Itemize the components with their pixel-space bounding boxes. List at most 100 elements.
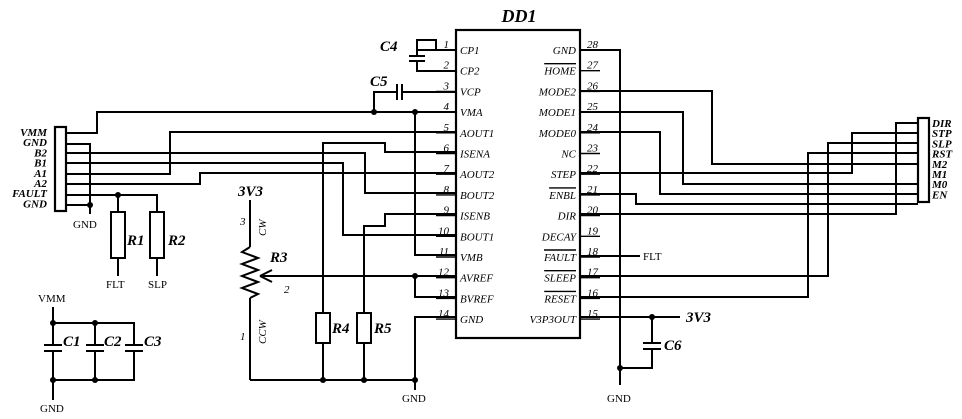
c3-label: C3 xyxy=(144,334,162,350)
chip-pin-name: BVREF xyxy=(460,293,494,305)
chip-pin-number: 11 xyxy=(439,246,449,258)
capacitor-c4: C4 xyxy=(380,39,456,72)
gnd-label-center: GND xyxy=(402,393,426,405)
right-connector-pin-label: M0 xyxy=(931,179,948,191)
chip-dd1-body xyxy=(454,28,582,340)
chip-reference-label: DD1 xyxy=(501,6,537,26)
chip-pin-name: NC xyxy=(560,149,576,161)
chip-pin-name: ISENA xyxy=(459,149,490,161)
left-connector-body xyxy=(53,125,68,213)
c2-label: C2 xyxy=(104,334,122,350)
chip-pin-number: 16 xyxy=(587,287,599,299)
right-connector-pin-label: DIR xyxy=(931,118,952,130)
chip-pin-number: 10 xyxy=(438,225,450,237)
chip-pin-number: 12 xyxy=(438,267,450,279)
r1-label: R1 xyxy=(126,233,145,249)
chip-pin-number: 9 xyxy=(444,205,450,217)
left-connector-pin-label: B1 xyxy=(33,158,47,170)
chip-pin-name: HOME xyxy=(543,66,576,78)
chip-pin-number: 13 xyxy=(438,287,450,299)
c5-label: C5 xyxy=(370,74,388,90)
c1-label: C1 xyxy=(63,334,81,350)
chip-pin-number: 27 xyxy=(587,60,599,72)
flt-net-label: FLT xyxy=(106,279,125,291)
resistor-r4: R4 xyxy=(315,312,350,344)
chip-pin-number: 25 xyxy=(587,101,599,113)
chip-pin-name: SLEEP xyxy=(544,273,576,285)
capacitors-c1-c2-c3: VMM C1 C2 C3 GND xyxy=(38,293,162,415)
gnd-label-caps: GND xyxy=(40,403,64,415)
chip-pin-name: STEP xyxy=(551,169,576,181)
chip-pin-number: 17 xyxy=(587,267,599,279)
chip-pin-name: GND xyxy=(460,314,483,326)
chip-pin-name: VMA xyxy=(460,107,483,119)
chip-pin-number: 8 xyxy=(444,184,450,196)
chip-pin-name: FAULT xyxy=(543,252,577,264)
chip-pin-name: DECAY xyxy=(541,231,578,243)
chip-pin-name: RESET xyxy=(543,293,577,305)
chip-pin-name: VMB xyxy=(460,252,483,264)
left-connector-pin-label: GND xyxy=(23,137,47,149)
right-connector-pin-label: M2 xyxy=(931,159,948,171)
chip-pin-number: 15 xyxy=(587,308,599,320)
chip-pin-number: 28 xyxy=(587,39,599,51)
left-connector-pin-label: FAULT xyxy=(11,188,48,200)
chip-pin-number: 7 xyxy=(444,163,450,175)
resistor-r2: R2 SLP xyxy=(148,211,186,291)
chip-right-pins: 28GND27HOME26MODE225MODE124MODE023NC22ST… xyxy=(530,39,600,326)
right-connector-pin-label: SLP xyxy=(932,138,952,150)
chip-pin-name: AOUT2 xyxy=(459,169,495,181)
chip-pin-name: BOUT2 xyxy=(460,190,495,202)
chip-pin-name: CP1 xyxy=(460,45,480,57)
left-connector-pin-label: GND xyxy=(23,198,47,210)
chip-pin-number: 14 xyxy=(438,308,450,320)
pot-pin-ccw-number: 1 xyxy=(240,331,246,343)
pot-cw-label: CW xyxy=(257,219,269,236)
left-connector-pin-label: A1 xyxy=(33,168,47,180)
pot-pin-wiper-number: 2 xyxy=(284,284,290,296)
chip-pin-name: V3P3OUT xyxy=(530,314,577,326)
resistor-r1: R1 FLT xyxy=(106,211,145,291)
r3-label: R3 xyxy=(269,250,288,266)
vmm-net-label: VMM xyxy=(38,293,66,305)
c4-label: C4 xyxy=(380,39,398,55)
gnd-label-left: GND xyxy=(73,219,97,231)
gnd-label-right: GND xyxy=(607,393,631,405)
chip-pin-number: 23 xyxy=(587,143,599,155)
chip-pin-number: 24 xyxy=(587,122,599,134)
chip-pin-number: 6 xyxy=(444,143,450,155)
chip-pin-number: 20 xyxy=(587,205,599,217)
chip-pin-name: DIR xyxy=(557,211,577,223)
chip-pin-name: ISENB xyxy=(459,211,490,223)
r5-label: R5 xyxy=(373,321,392,337)
left-connector-pin-label: A2 xyxy=(33,178,47,190)
chip-pin-number: 22 xyxy=(587,163,599,175)
chip-pin-number: 21 xyxy=(587,184,598,196)
left-connector-pin-label: VMM xyxy=(20,127,48,139)
vmm-rail-wires xyxy=(66,109,456,256)
chip-pin-number: 26 xyxy=(587,80,599,92)
pot-supply-label: 3V3 xyxy=(237,184,264,200)
chip-pin-name: BOUT1 xyxy=(460,231,494,243)
chip-pin-number: 18 xyxy=(587,246,599,258)
potentiometer-r3: 3V3 R3 3 2 1 CW CCW xyxy=(237,184,456,380)
r2-label: R2 xyxy=(167,233,186,249)
right-connector-pin-label: RST xyxy=(931,149,953,161)
resistor-r5: R5 xyxy=(356,312,392,344)
right-connector-pin-label: EN xyxy=(931,189,948,201)
chip-pin-name: CP2 xyxy=(460,66,480,78)
chip-pin-number: 19 xyxy=(587,225,599,237)
sense-resistor-wires: GND xyxy=(250,142,456,405)
v3v3-net-label: 3V3 xyxy=(685,310,712,326)
c6-label: C6 xyxy=(664,338,682,354)
chip-pin-number: 4 xyxy=(444,101,450,113)
left-connector-wires: GND xyxy=(66,131,456,236)
pot-ccw-label: CCW xyxy=(257,319,269,344)
right-side-wires: 3V3 C6 GND FLT xyxy=(580,49,918,405)
chip-pin-name: VCP xyxy=(460,86,481,98)
chip-pin-number: 3 xyxy=(443,80,450,92)
right-connector-pin-label: STP xyxy=(932,128,952,140)
